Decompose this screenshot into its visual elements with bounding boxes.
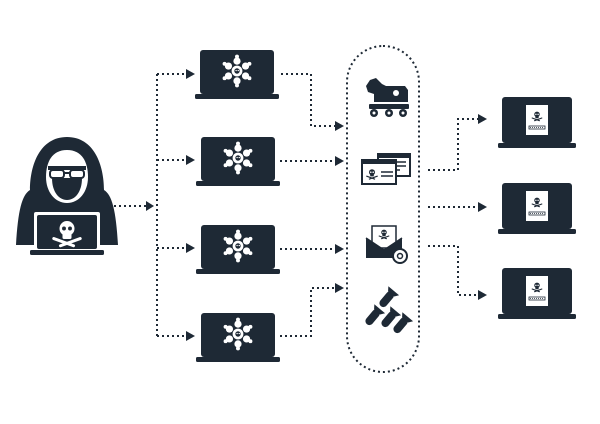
arrow-head — [335, 283, 344, 293]
virus-laptop-icon — [195, 50, 279, 99]
trojan-horse-icon — [366, 78, 409, 117]
arrow-head — [186, 69, 195, 79]
arrow-head — [335, 156, 344, 166]
arrow-head — [186, 331, 195, 341]
arrow-heads — [146, 69, 487, 341]
virus-laptop-icon — [196, 225, 280, 274]
arrow-head — [478, 290, 487, 300]
malicious-browser-icon — [361, 153, 411, 185]
arrow-head — [186, 155, 195, 165]
arrow-head — [335, 121, 344, 131]
infected-laptop-icon — [498, 268, 576, 320]
arrow-head — [146, 201, 154, 211]
infected-laptop-icon — [498, 97, 576, 149]
connector-laptop-4-to-vectors — [280, 287, 335, 337]
infected-laptop-icon — [498, 183, 576, 235]
attack-vector-group — [346, 45, 420, 373]
virus-laptop-icon — [196, 313, 280, 362]
arrow-head — [478, 202, 487, 212]
arrow-head — [478, 114, 487, 124]
arrow-head — [186, 243, 195, 253]
laptop-skull-icon — [30, 212, 104, 255]
connector-to-victim-3 — [428, 245, 478, 296]
phishing-email-icon — [365, 225, 408, 264]
virus-laptop-icon — [196, 137, 280, 186]
connector-laptop-1-to-vectors — [281, 73, 335, 127]
arrow-head — [335, 244, 344, 254]
connector-to-victim-1 — [428, 118, 478, 171]
bombs-icon — [365, 286, 414, 334]
connectors — [109, 73, 478, 337]
